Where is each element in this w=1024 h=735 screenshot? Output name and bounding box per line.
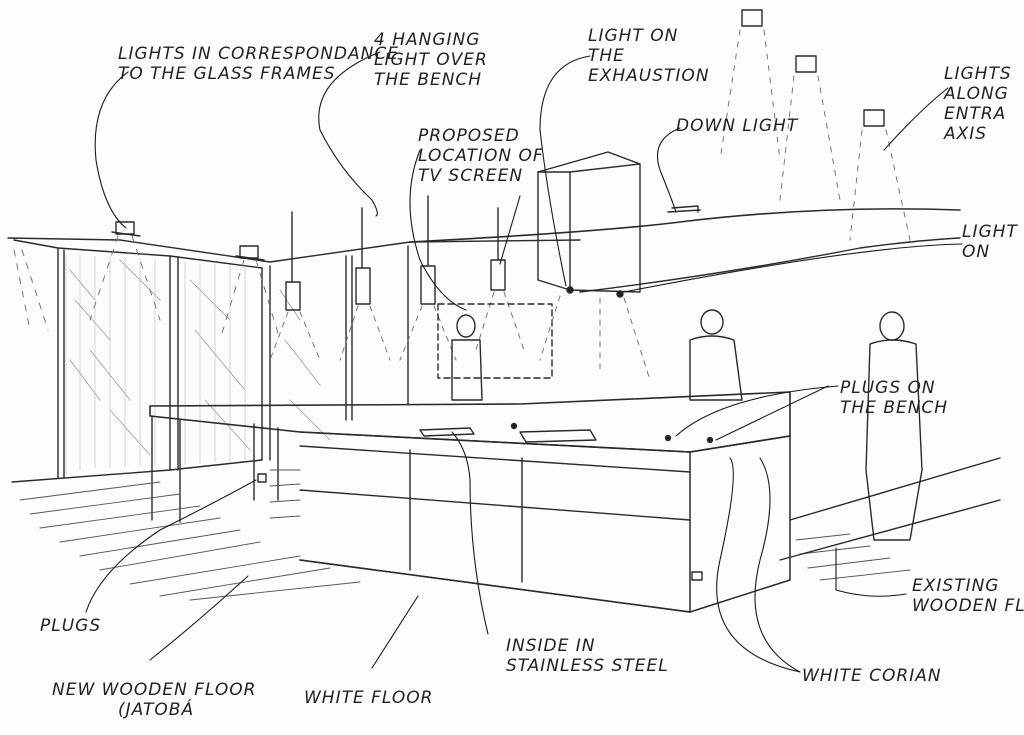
label-line: entra [944, 104, 1007, 124]
spotlight-icon [115, 221, 135, 235]
glass-frame-base [11, 459, 263, 483]
label-line: TV screen [418, 166, 524, 186]
label-line: the bench [840, 398, 949, 418]
label-new-wooden-floor: New wooden floor (Jatobá [52, 680, 257, 720]
spotlight-icon [863, 109, 885, 127]
glass-frame-lights [13, 221, 281, 341]
label-line: White floor [304, 688, 434, 708]
label-lights-glass-frames: Lights in correspondance to the glass fr… [118, 44, 399, 84]
kitchen-bench [149, 391, 791, 613]
label-line: location of [418, 146, 544, 166]
bench-drawer-divider [409, 449, 523, 583]
label-line: light over [374, 50, 488, 70]
downlight-icon [667, 205, 701, 213]
label-line: Proposed [418, 126, 520, 146]
cooktop [519, 429, 597, 443]
label-line: wooden flo [912, 596, 1024, 616]
label-white-floor: White floor [304, 688, 433, 708]
label-line: Light [962, 222, 1018, 242]
plug-icon [664, 434, 672, 442]
wall-edge-right [789, 457, 1001, 521]
ceiling-curve [409, 208, 961, 243]
plug-icon [691, 571, 703, 581]
label-line: Plugs on [840, 378, 936, 398]
label-line: Inside in [506, 636, 596, 656]
label-bench-plugs: Plugs on the bench [840, 378, 948, 418]
plug-icon [257, 473, 267, 483]
label-line: (Jatobá [118, 700, 195, 720]
bench-drawer-line [299, 445, 691, 473]
label-tv-screen: Proposed location of TV screen [418, 126, 544, 186]
spotlight-icon [795, 55, 817, 73]
label-line: stainless steel [506, 656, 669, 676]
label-line: White Corian [802, 666, 942, 686]
label-entrance-axis: Lights along entra axis [944, 64, 1012, 144]
bench-leg-left [151, 415, 181, 523]
label-line: the bench [374, 70, 483, 90]
label-line: axis [944, 124, 988, 144]
tv-screen-outline [437, 303, 553, 379]
hanging-lights [269, 195, 525, 361]
people [451, 309, 923, 541]
bench-drawer-line [299, 489, 691, 521]
leader-lines [85, 51, 963, 673]
label-line: Light on [588, 26, 679, 46]
sink [419, 427, 475, 437]
spotlight-icon [239, 245, 259, 259]
wall-edge-right [779, 499, 1001, 561]
label-line: Lights in correspondance [118, 44, 399, 64]
spotlight-icon [741, 9, 763, 27]
label-exhaustion-light: Light on the exhaustion [588, 26, 710, 86]
glass-frame-top [13, 239, 263, 269]
label-line: Down light [676, 116, 799, 136]
wooden-floor-hatch [19, 469, 911, 601]
label-line: the [588, 46, 625, 66]
label-line: Plugs [40, 616, 102, 636]
label-line: on [962, 242, 991, 262]
label-line: New wooden floor [52, 680, 257, 700]
label-line: Lights [944, 64, 1012, 84]
pendant-icon [355, 267, 371, 305]
label-light-on-right: Light on [962, 222, 1018, 262]
glass-frames [11, 239, 409, 483]
label-hanging-lights: 4 Hanging light over the bench [374, 30, 488, 90]
wall-top-diagonal [409, 239, 581, 243]
label-line: exhaustion [588, 66, 710, 86]
plug-icon [706, 436, 714, 444]
label-stainless-steel: Inside in stainless steel [506, 636, 669, 676]
bench-bottom-edge [299, 559, 691, 613]
exhaust-hood [537, 151, 651, 381]
bench-leg [253, 423, 279, 501]
plug-icon [510, 422, 518, 430]
label-downlight: Down light [676, 116, 798, 136]
label-line: along [944, 84, 1009, 104]
pendant-icon [420, 265, 436, 305]
label-plugs: Plugs [40, 616, 101, 636]
label-line: Existing [912, 576, 1000, 596]
entrance-lights [719, 9, 911, 241]
bench-top [149, 391, 791, 453]
label-white-corian: White Corian [802, 666, 942, 686]
label-existing-floor: Existing wooden flo [912, 576, 1024, 616]
bench-side [689, 435, 791, 613]
pendant-icon [285, 281, 301, 311]
label-line: to the glass frames [118, 64, 336, 84]
pendant-icon [490, 259, 506, 291]
label-line: 4 Hanging [374, 30, 481, 50]
ceiling-line-left [7, 237, 411, 263]
ceiling-curve-lower [579, 237, 961, 293]
